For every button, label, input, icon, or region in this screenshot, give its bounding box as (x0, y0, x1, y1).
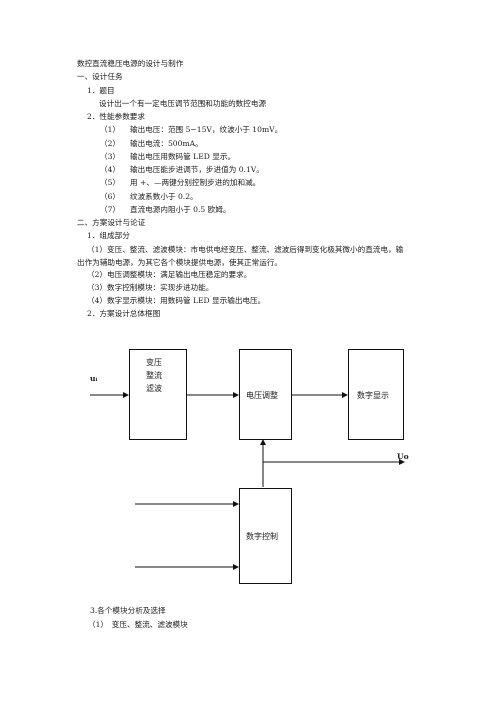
param-item: （7） 直流电源内阻小于 0.5 欧姆。 (100, 205, 230, 215)
param-text: 输出电压用数码管 LED 显示。 (130, 152, 236, 161)
digital-control-block: 数字控制 (239, 488, 292, 584)
param-text: 输出电压：范围 5~15V，纹波小于 10mV。 (130, 125, 283, 134)
input-voltage-label: uᵢ (90, 374, 98, 383)
param-num: （5） (100, 178, 121, 187)
param-text: 纹波系数小于 0.2。 (130, 192, 198, 201)
subsection-3-1-heading: （1） 变压、整流、滤波模块 (88, 620, 188, 629)
section-3-heading: 3.各个模块分析及选择 (90, 606, 166, 615)
doc-title: 数控直流稳压电源的设计与制作 (77, 59, 184, 68)
block-label-line: 变压 (146, 358, 162, 367)
subsection-1-2-heading: 2．性能参数要求 (87, 112, 145, 121)
param-text: 输出电流：500mA。 (130, 139, 203, 148)
subsection-2-1-heading: 1．组成部分 (87, 231, 130, 240)
param-text: 直流电源内阻小于 0.5 欧姆。 (130, 205, 231, 214)
subsection-1-1-text: 设计出一个有一定电压调节范围和功能的数控电源 (99, 99, 267, 108)
param-num: （4） (100, 165, 121, 174)
block-label: 电压调整 (246, 391, 278, 400)
subsection-2-2-heading: 2．方案设计总体框图 (87, 309, 161, 318)
param-text: 用 +、—两键分别控制步进的加和减。 (130, 178, 261, 187)
param-num: （1） (100, 125, 121, 134)
component-1-paragraph: （1）变压、整流、滤波模块：市电供电经变压、整流、滤波后得到变化极其微小的直流电… (77, 245, 404, 267)
param-item: （2） 输出电流：500mA。 (100, 139, 203, 149)
digital-display-block: 数字显示 (348, 349, 404, 440)
param-item: （4） 输出电压能步进调节，步进值为 0.1V。 (100, 165, 264, 175)
param-item: （6） 纹波系数小于 0.2。 (100, 192, 198, 202)
transform-rectify-filter-block: 变压 整流 滤波 (129, 349, 187, 440)
param-num: （3） (100, 152, 121, 161)
param-item: （3） 输出电压用数码管 LED 显示。 (100, 152, 235, 162)
subsection-1-1-heading: 1．题目 (87, 86, 115, 95)
output-voltage-label: Uo (397, 452, 409, 461)
param-num: （2） (100, 139, 121, 148)
param-num: （7） (100, 205, 121, 214)
component-2-text: （2）电压调整模块：满足输出电压稳定的要求。 (87, 270, 252, 279)
block-label: 数字控制 (246, 532, 278, 541)
component-4-text: （4）数字显示模块：用数码管 LED 显示输出电压。 (87, 296, 266, 305)
param-text: 输出电压能步进调节，步进值为 0.1V。 (130, 165, 264, 174)
param-item: （5） 用 +、—两键分别控制步进的加和减。 (100, 178, 260, 188)
param-item: （1） 输出电压：范围 5~15V，纹波小于 10mV。 (100, 125, 282, 135)
param-num: （6） (100, 192, 121, 201)
block-label: 数字显示 (357, 391, 389, 400)
section-1-heading: 一、设计任务 (77, 72, 123, 81)
component-3-text: （3）数字控制模块：实现步进功能。 (87, 283, 214, 292)
voltage-regulation-block: 电压调整 (239, 349, 292, 440)
section-2-heading: 二、方案设计与论证 (77, 218, 146, 227)
block-label-line: 滤波 (146, 384, 162, 393)
block-label-line: 整流 (146, 371, 162, 380)
